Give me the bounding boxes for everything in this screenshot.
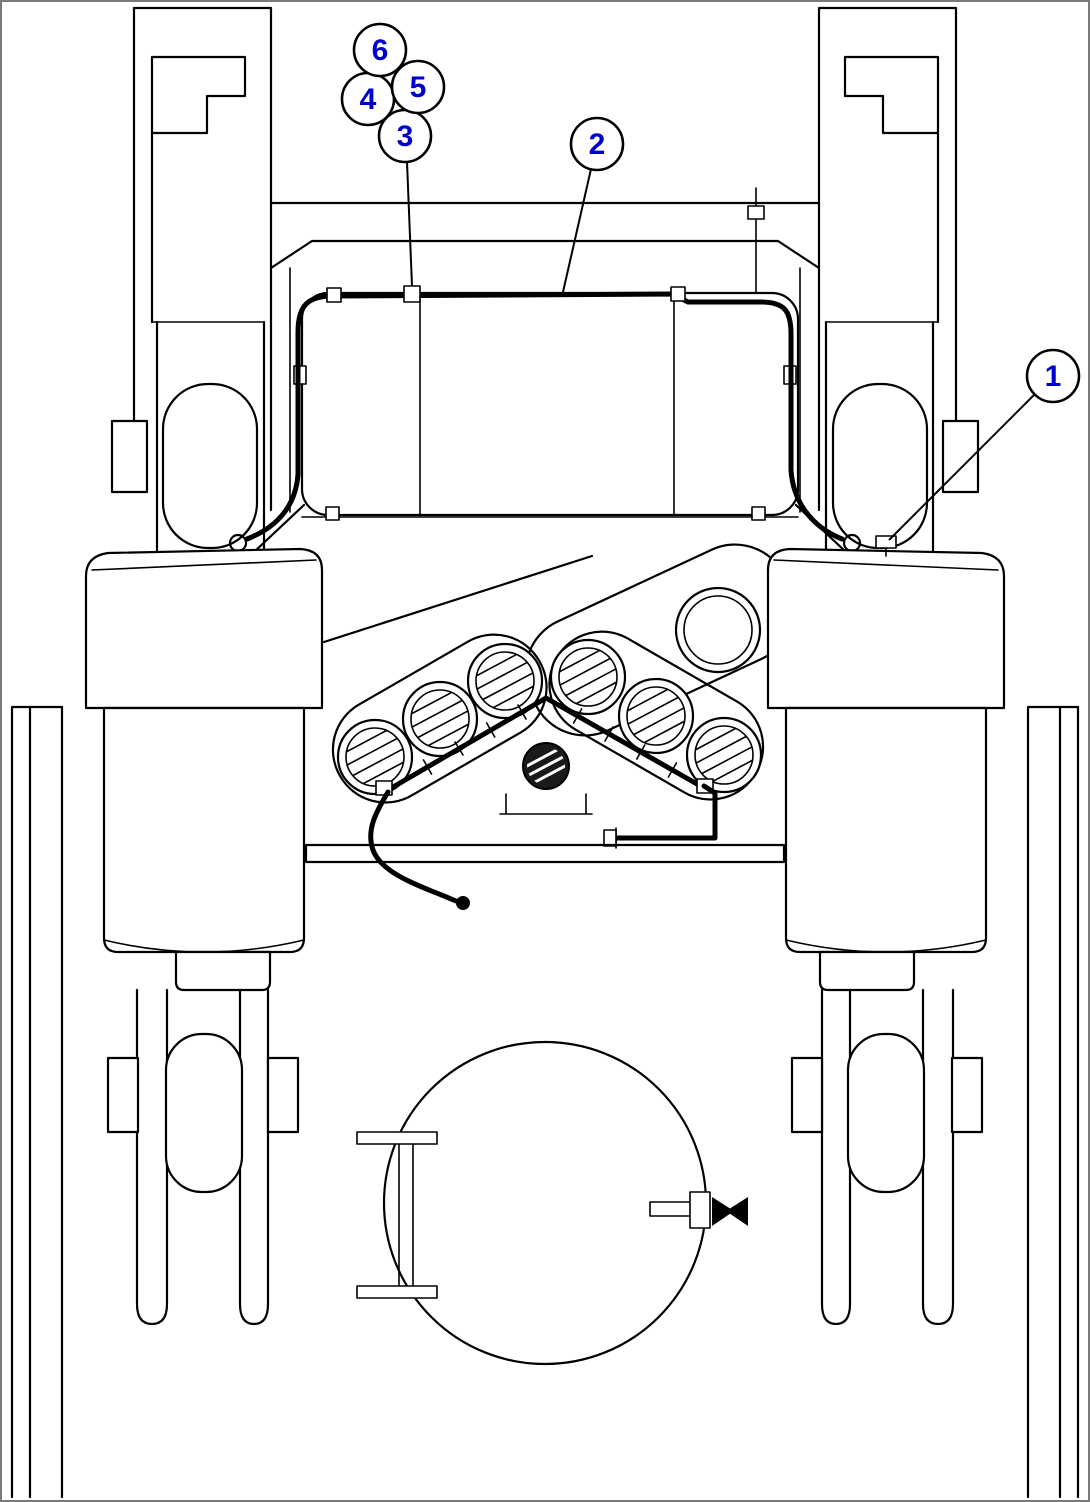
coolant-hose bbox=[228, 285, 862, 553]
engine-deck bbox=[322, 554, 594, 644]
lamp-4 bbox=[550, 640, 627, 714]
left-tower bbox=[132, 6, 273, 430]
callout-number: 3 bbox=[397, 120, 414, 153]
callout-number: 6 bbox=[372, 34, 389, 67]
callout-4: 4 bbox=[340, 71, 396, 127]
callout-1: 1 bbox=[888, 348, 1081, 541]
drain-hose bbox=[368, 789, 459, 904]
tank-bracket bbox=[356, 1131, 438, 1299]
valve-handle bbox=[726, 1197, 748, 1226]
right-fork bbox=[790, 988, 984, 1326]
callout-number: 5 bbox=[410, 71, 427, 104]
callout-6: 6 bbox=[352, 22, 408, 78]
radiator-panel bbox=[252, 291, 848, 554]
lamp-cluster bbox=[331, 543, 796, 910]
callout-2: 2 bbox=[562, 116, 625, 293]
valve-handle bbox=[712, 1197, 734, 1226]
callout-balloon bbox=[352, 22, 408, 78]
callout-3: 3 bbox=[377, 108, 433, 287]
right-suspension-cylinder bbox=[766, 547, 1006, 992]
right-rail bbox=[1026, 705, 1080, 1499]
left-suspension-cylinder bbox=[84, 547, 324, 992]
callout-number: 2 bbox=[589, 128, 606, 161]
callout-leader-line bbox=[888, 394, 1035, 541]
hose-clip bbox=[747, 205, 765, 220]
right-tower bbox=[817, 6, 958, 430]
callout-number: 4 bbox=[360, 83, 377, 116]
left-upper-roller bbox=[110, 320, 266, 554]
callout-number: 1 bbox=[1045, 360, 1062, 393]
cross-beam bbox=[151, 187, 939, 513]
hose-clamp bbox=[403, 285, 421, 303]
hose-clamp bbox=[326, 287, 342, 303]
callout-leader-line bbox=[406, 161, 413, 287]
lamp-5 bbox=[618, 679, 695, 753]
left-rail bbox=[10, 705, 64, 1499]
callout-5: 5 bbox=[390, 59, 446, 115]
callout-balloon bbox=[569, 116, 625, 172]
hose-clamp bbox=[670, 286, 686, 302]
drain-valve bbox=[649, 1191, 748, 1229]
tank bbox=[382, 1040, 708, 1366]
harness-hose bbox=[385, 695, 707, 793]
cross-member bbox=[304, 843, 786, 864]
large-port bbox=[674, 586, 762, 674]
callout-leader-line bbox=[562, 168, 592, 293]
right-upper-roller bbox=[824, 320, 980, 554]
callout-balloon bbox=[390, 59, 446, 115]
center-bracket bbox=[499, 793, 593, 815]
callout-balloon bbox=[1025, 348, 1081, 404]
left-fork bbox=[106, 988, 300, 1326]
